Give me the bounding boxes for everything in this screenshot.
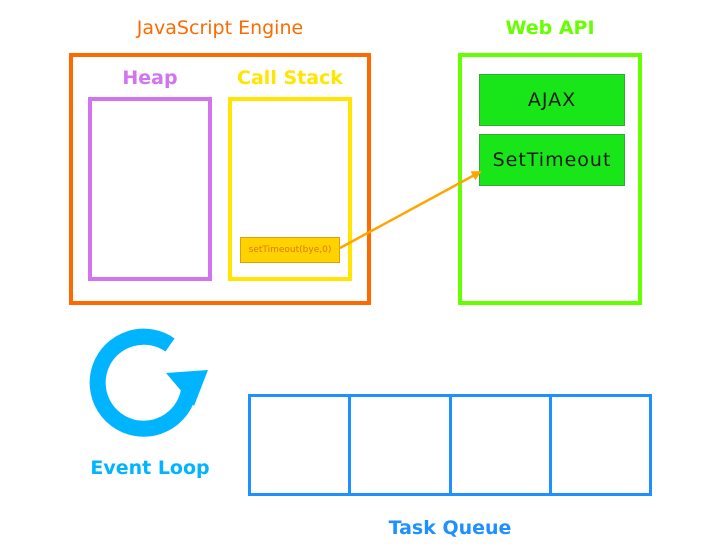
event-loop-ring [89,328,198,437]
heap-box [88,97,212,281]
task-queue-slot [452,397,552,493]
event-loop-arrowhead [166,370,208,406]
refresh-icon [89,328,208,437]
web-api-item-ajax: AJAX [479,74,625,126]
task-queue-slot [552,397,649,493]
heap-title: Heap [122,67,178,89]
event-loop-label: Event Loop [90,457,210,479]
task-queue-label: Task Queue [388,517,512,539]
call-stack-frame: setTimeout(bye,0) [240,237,340,263]
call-stack-title: Call Stack [237,67,343,89]
task-queue-box [248,394,652,496]
engine-title: JavaScript Engine [136,17,304,39]
task-queue-slot [251,397,352,493]
web-api-item-settimeout: SetTimeout [479,134,625,186]
task-queue-slot [351,397,452,493]
web-api-title: Web API [505,17,595,39]
